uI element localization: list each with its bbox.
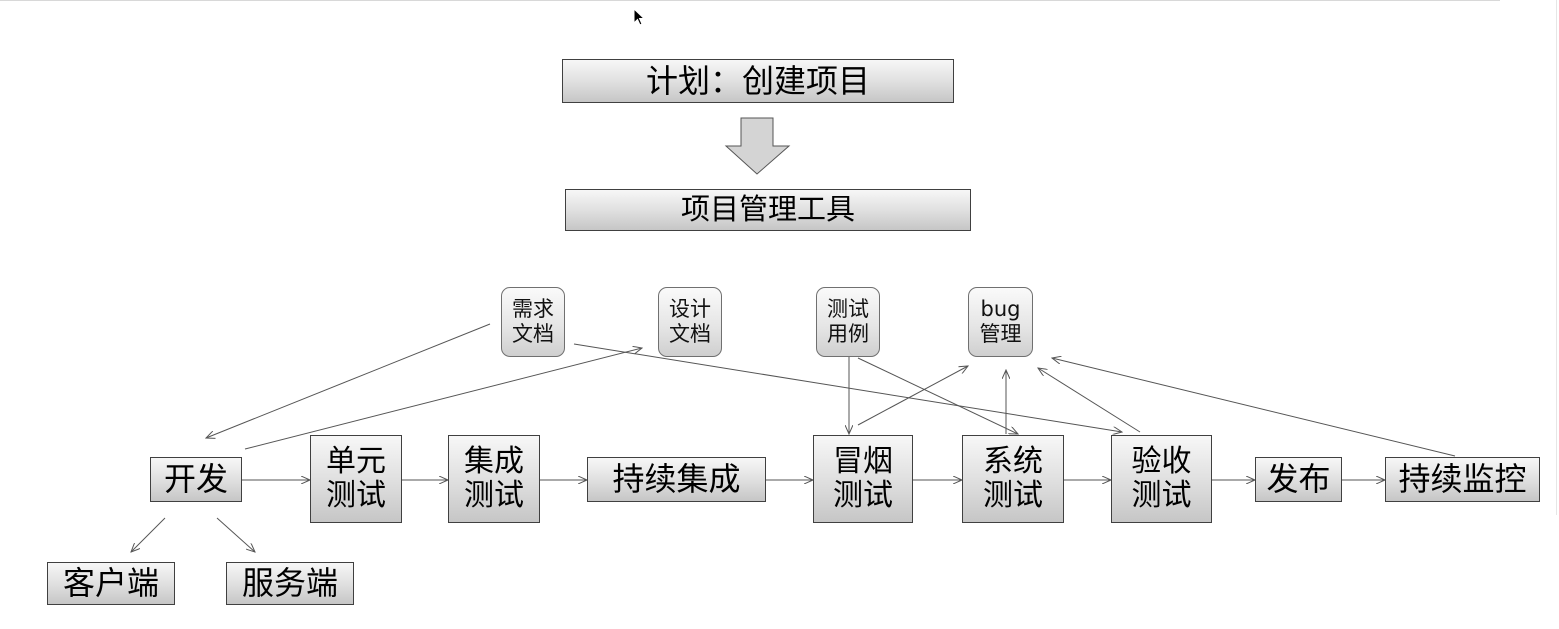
requirements-doc: 需求 文档	[501, 287, 565, 357]
arrow-monitoring-bug	[1052, 358, 1456, 457]
arrow-develop-server	[216, 517, 255, 552]
arrow-testcase-system	[857, 357, 1018, 434]
release-box: 发布	[1255, 457, 1342, 502]
develop-box: 开发	[150, 457, 242, 502]
unit-test-box: 单元 测试	[310, 435, 402, 523]
server-box: 服务端	[226, 562, 354, 605]
system-test-box: 系统 测试	[962, 435, 1064, 523]
continuous-integration-box: 持续集成	[587, 457, 766, 502]
top-divider	[0, 0, 1500, 1]
design-doc: 设计 文档	[658, 287, 722, 357]
arrow-smoke-bug	[857, 366, 968, 426]
acceptance-test-box: 验收 测试	[1111, 435, 1212, 523]
down-arrow-icon	[724, 117, 791, 175]
monitoring-box: 持续监控	[1385, 457, 1540, 502]
client-box: 客户端	[47, 562, 175, 605]
arrow-req-acceptance	[573, 343, 1122, 432]
arrow-acceptance-bug	[1038, 368, 1141, 433]
smoke-test-box: 冒烟 测试	[813, 435, 913, 523]
integration-test-box: 集成 测试	[448, 435, 540, 523]
mouse-cursor-icon	[633, 8, 646, 26]
bug-management-doc: bug 管理	[968, 287, 1033, 357]
arrow-req-develop	[206, 323, 491, 438]
tools-box: 项目管理工具	[565, 189, 971, 231]
test-cases-doc: 测试 用例	[816, 287, 880, 357]
arrow-develop-client	[131, 517, 166, 552]
plan-box: 计划：创建项目	[562, 59, 954, 103]
right-divider	[1556, 0, 1557, 515]
arrow-develop-design	[244, 348, 642, 450]
